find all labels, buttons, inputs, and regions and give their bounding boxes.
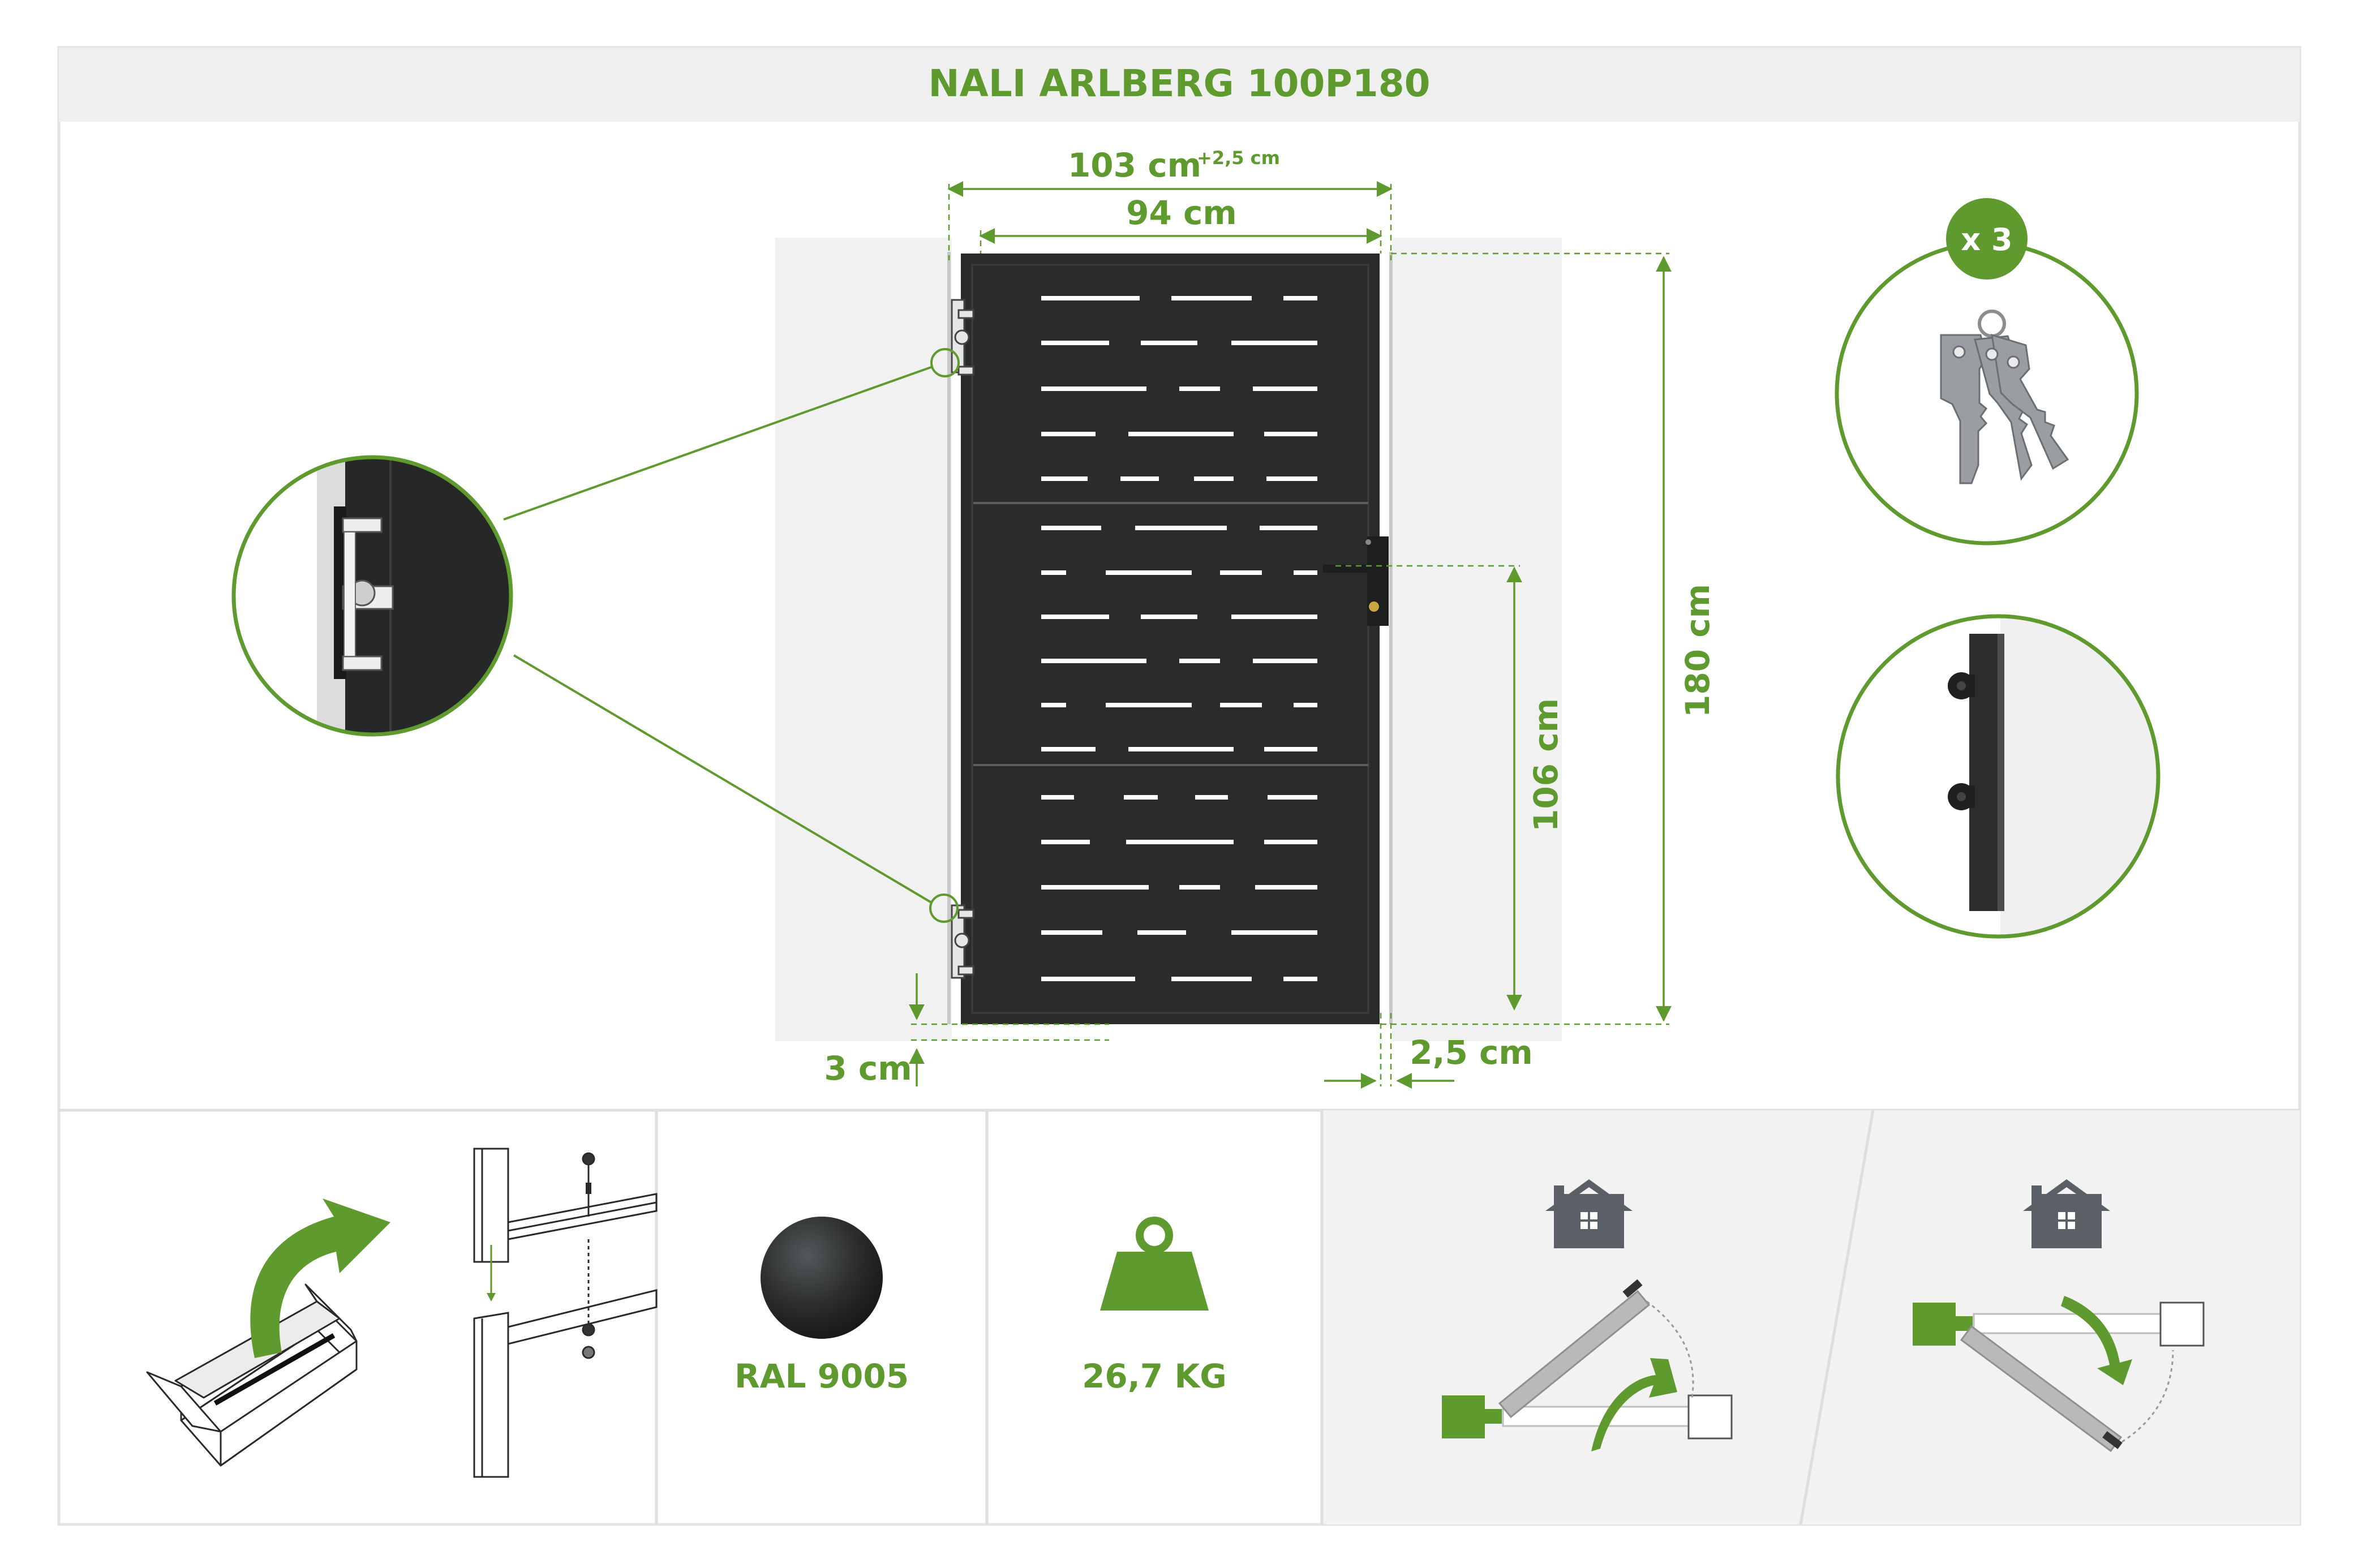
total-width-label: 103 cm bbox=[1068, 146, 1201, 184]
gate-slats bbox=[1041, 296, 1317, 981]
latch-detail bbox=[1836, 614, 2161, 939]
gate-lock bbox=[1323, 536, 1389, 626]
rotate-up-arrow-icon bbox=[1591, 1358, 1677, 1451]
key-count-label: x 3 bbox=[1961, 222, 2012, 257]
post-zone-right bbox=[1392, 238, 1562, 1041]
color-swatch bbox=[761, 1217, 883, 1339]
color-label: RAL 9005 bbox=[735, 1357, 909, 1395]
callout-line bbox=[513, 654, 933, 904]
unpack-arrow-icon bbox=[250, 1198, 390, 1358]
weight-icon bbox=[1100, 1217, 1209, 1311]
gate-inner-frame bbox=[971, 264, 1369, 1014]
hinge-detail bbox=[231, 455, 513, 737]
house-icon bbox=[1545, 1179, 1633, 1248]
assembly-icon bbox=[473, 1148, 658, 1478]
rotate-down-arrow-icon bbox=[2061, 1296, 2132, 1385]
page-title: NALI ARLBERG 100P180 bbox=[928, 62, 1430, 105]
opening-outward-diagram bbox=[1913, 1179, 2205, 1453]
ground-gap-label: 3 cm bbox=[824, 1049, 912, 1088]
side-gap-label: 2,5 cm bbox=[1410, 1033, 1533, 1072]
house-icon bbox=[2023, 1179, 2110, 1248]
keys-detail: x 3 bbox=[1835, 198, 2139, 545]
header-bar bbox=[59, 48, 2300, 122]
width-tolerance-label: +2,5 cm bbox=[1197, 147, 1280, 169]
panel-width-label: 94 cm bbox=[1126, 194, 1237, 232]
lock-height-label: 106 cm bbox=[1527, 698, 1565, 832]
callout-line bbox=[503, 366, 933, 521]
extension-lines bbox=[911, 184, 1669, 1086]
gate-drawing bbox=[503, 238, 1562, 1041]
post-zone-left bbox=[775, 238, 952, 1041]
gate-panel bbox=[961, 254, 1380, 1024]
weight-label: 26,7 KG bbox=[1082, 1357, 1227, 1395]
key-icon bbox=[1940, 310, 2069, 484]
opening-inward-diagram bbox=[1442, 1179, 1733, 1451]
features-row: RAL 9005 26,7 KG bbox=[59, 1109, 2300, 1525]
height-label: 180 cm bbox=[1678, 584, 1717, 718]
dimension-lines bbox=[909, 181, 1672, 1089]
hinge-callout-bottom bbox=[929, 893, 959, 923]
hinge-callout-top bbox=[930, 348, 960, 377]
key-count-badge bbox=[1946, 198, 2028, 280]
